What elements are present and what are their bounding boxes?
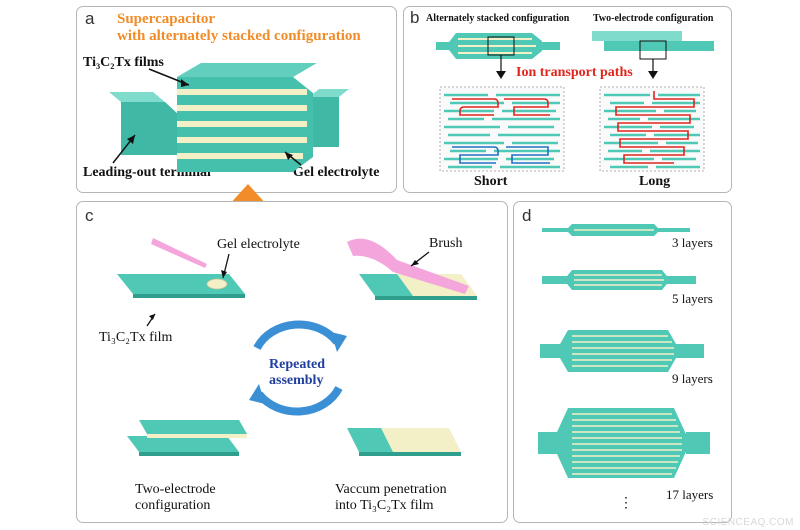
- gel-electrolyte-label-c: Gel electrolyte: [217, 237, 300, 252]
- layer-label-3: 3 layers: [672, 235, 713, 250]
- short-label: Short: [474, 174, 508, 189]
- film-label: Ti₃C₂Tx film: [99, 330, 173, 345]
- layer-label-17: 17 layers: [666, 487, 714, 502]
- gel-electrolyte-label-a: Gel electrolyte: [293, 165, 380, 180]
- films-label: Ti₃C₂Tx films: [83, 55, 164, 70]
- repeated-line1: Repeated: [269, 357, 325, 372]
- two-electrode-line2: configuration: [135, 498, 211, 513]
- more-ellipsis: ⋮: [619, 496, 633, 511]
- stack-17-layers: [538, 408, 710, 478]
- repeated-line2: assembly: [269, 373, 324, 388]
- ion-path-comparison: [436, 31, 714, 172]
- stack-3-layers: [542, 224, 690, 236]
- watermark: SCIENCEAQ.COM: [702, 517, 794, 528]
- layer-stack-series: [538, 224, 710, 478]
- panel-a-title-line2: with alternately stacked configuration: [117, 28, 361, 44]
- vacuum-line1: Vaccum penetration: [335, 482, 447, 497]
- vacuum-line2: into Ti₃C₂Tx film: [335, 498, 434, 513]
- stack-5-layers: [542, 270, 696, 290]
- panel-a-title-line1: Supercapacitor: [117, 11, 216, 27]
- stacked-supercapacitor-diagram: [109, 63, 349, 172]
- layer-label-9: 9 layers: [672, 371, 713, 386]
- brush-label: Brush: [429, 236, 463, 251]
- layer-label-5: 5 layers: [672, 291, 713, 306]
- left-micro-layers: [444, 93, 560, 169]
- panel-d-label: d: [522, 206, 532, 225]
- left-config-title: Alternately stacked configuration: [426, 13, 570, 24]
- panel-a: a Supercapacitor with alternately stacke…: [76, 6, 397, 193]
- panel-c: c Gel electrolyte Ti₃C₂Tx film Brush Rep…: [76, 201, 508, 523]
- panel-d: d 3 layers 5 layers 9 layers 17 layers ⋮: [513, 201, 732, 523]
- panel-c-label: c: [85, 206, 94, 225]
- long-label: Long: [639, 174, 671, 189]
- stack-9-layers: [540, 330, 704, 372]
- cream-gel-layers: [177, 89, 307, 159]
- panel-a-label: a: [85, 9, 95, 28]
- panel-b: b Alternately stacked configuration Two-…: [403, 6, 732, 193]
- two-electrode-line1: Two-electrode: [135, 482, 216, 497]
- right-config-title: Two-electrode configuration: [593, 13, 714, 24]
- assembly-process-diagram: [117, 238, 477, 456]
- panel-b-label: b: [410, 8, 420, 27]
- right-micro-layers: [604, 93, 700, 169]
- ion-transport-label: Ion transport paths: [516, 65, 633, 80]
